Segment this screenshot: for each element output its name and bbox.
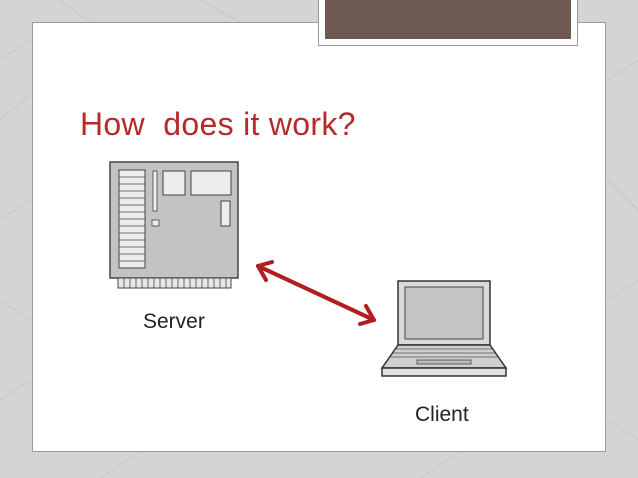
header-accent-bar	[325, 0, 571, 39]
server-icon	[109, 161, 239, 289]
header-tab	[318, 0, 578, 46]
client-label: Client	[415, 403, 469, 426]
server-label: Server	[143, 310, 205, 333]
bidirectional-arrow	[256, 260, 376, 326]
slide-title: How does it work?	[80, 106, 356, 142]
laptop-icon	[380, 280, 508, 377]
